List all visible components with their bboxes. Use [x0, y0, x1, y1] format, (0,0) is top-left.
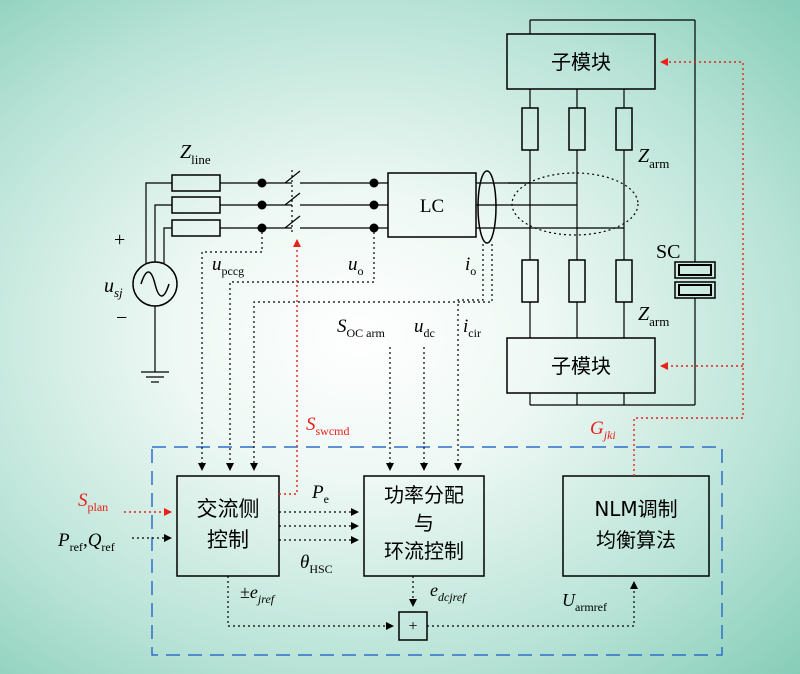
plus-sign: + — [114, 229, 125, 251]
sum-sign: + — [408, 618, 417, 635]
soc-label: SOC arm — [337, 316, 385, 340]
usj-label: usj — [104, 275, 123, 300]
splan-label: Splan — [78, 490, 108, 514]
zline-resistors — [171, 174, 221, 237]
arm-midpoint-ellipse — [511, 172, 639, 236]
supercapacitor — [674, 261, 716, 299]
arm-wires — [529, 19, 696, 406]
zarm-bottom-label: Zarm — [638, 303, 669, 329]
control-signal-lines — [132, 508, 638, 630]
ac-source — [132, 261, 178, 307]
lc-output-wires — [476, 182, 624, 229]
power-line3: 环流控制 — [384, 539, 464, 563]
breaker-switches — [284, 170, 301, 232]
measurement-nodes — [257, 178, 379, 233]
edcjref-label: edcjref — [430, 580, 467, 604]
phase-wires — [220, 182, 388, 229]
uo-label: uo — [348, 254, 364, 278]
gjki-label: Gjki — [590, 418, 616, 442]
ac-side-control-block — [176, 475, 280, 577]
power-allocation-block — [363, 475, 485, 577]
source-leads — [145, 182, 172, 264]
ac-control-line1: 交流侧 — [197, 497, 260, 521]
nlm-line2: 均衡算法 — [596, 528, 676, 552]
udc-label: udc — [414, 316, 435, 340]
feedback-lines — [198, 232, 493, 471]
io-label: io — [465, 254, 476, 278]
upccg-label: upccg — [212, 254, 244, 278]
controller-boundary — [151, 446, 723, 656]
pref-qref-label: Pref,Qref — [57, 530, 115, 554]
zarm-top-label: Zarm — [638, 145, 669, 171]
minus-sign: − — [116, 307, 127, 329]
power-line1: 功率分配 — [384, 483, 464, 507]
uarmref-label: Uarmref — [562, 590, 607, 614]
zarm-resistors — [521, 107, 633, 303]
zline-label: Zline — [180, 141, 211, 167]
icir-label: icir — [463, 316, 481, 340]
submodule-bottom-block — [506, 337, 656, 394]
ac-control-line2: 控制 — [207, 528, 249, 552]
submodule-top-block — [506, 33, 656, 90]
submodule-top-label: 子模块 — [551, 50, 611, 74]
theta-hsc-label: θHSC — [300, 552, 333, 576]
ground-symbol — [141, 306, 169, 383]
sc-label: SC — [656, 241, 680, 263]
red-signal-lines — [124, 58, 744, 516]
power-line2: 与 — [414, 511, 434, 535]
nlm-modulation-block — [562, 475, 710, 577]
current-sensor-ring — [477, 170, 497, 244]
sswcmd-label: Sswcmd — [306, 414, 350, 438]
submodule-bottom-label: 子模块 — [551, 354, 611, 378]
pe-label: Pe — [311, 482, 329, 506]
nlm-line1: NLM调制 — [594, 497, 677, 521]
ejref-label: ±ejref — [240, 582, 276, 606]
lc-label: LC — [420, 196, 444, 217]
